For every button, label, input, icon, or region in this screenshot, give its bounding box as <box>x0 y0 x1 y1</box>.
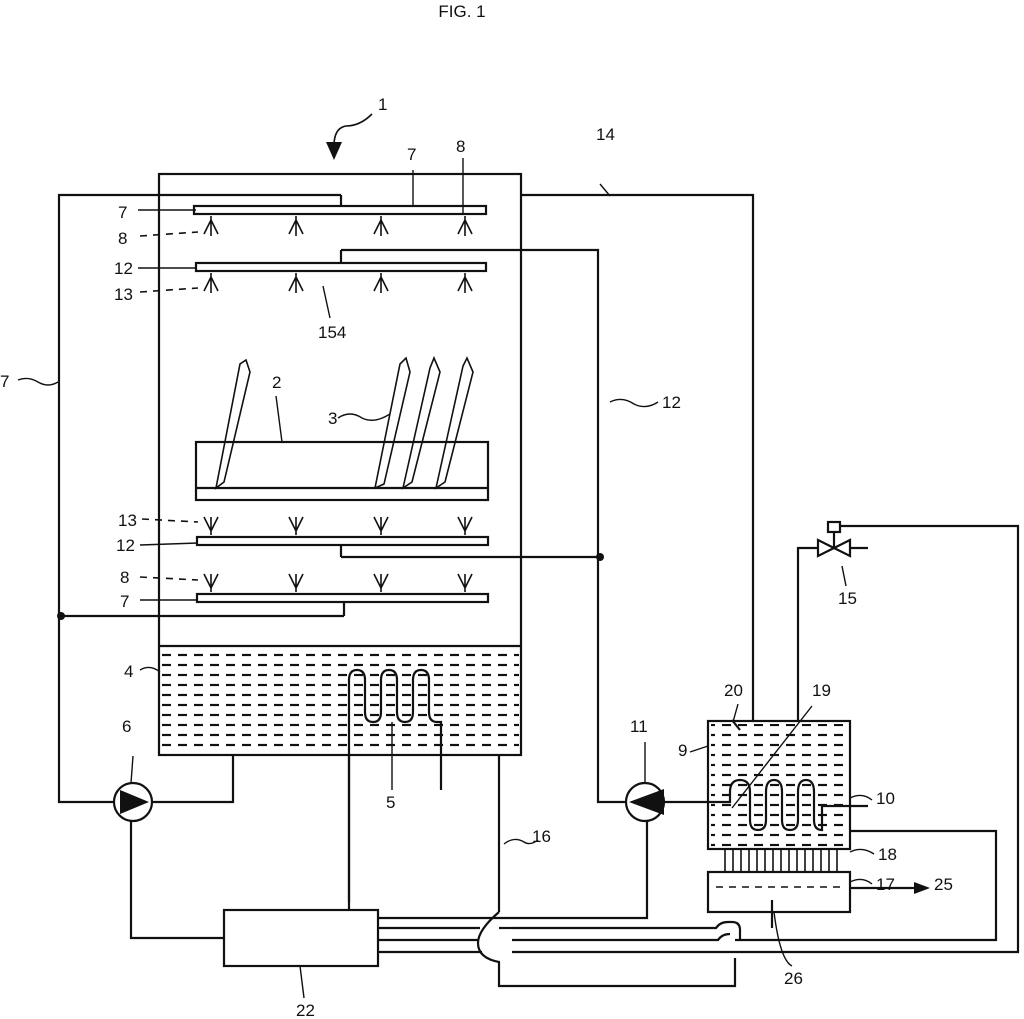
label-8: 8 <box>120 568 129 587</box>
dish-rack <box>194 355 490 502</box>
heater-coil <box>347 668 443 902</box>
label-154: 154 <box>318 323 346 342</box>
heat-pipe-fins <box>724 849 838 872</box>
label-1: 1 <box>378 95 387 114</box>
label-12: 12 <box>114 259 133 278</box>
figure-title: FIG. 1 <box>438 2 485 21</box>
rinse-line <box>341 248 626 804</box>
label-11: 11 <box>630 717 648 736</box>
upper-spray-arm <box>192 195 488 236</box>
heat-exchanger-tank <box>706 719 868 851</box>
upper-rinse-arm <box>194 250 488 293</box>
control-wires <box>378 829 998 954</box>
leader-lines <box>17 158 875 999</box>
label-12: 12 <box>662 393 681 412</box>
dish <box>434 356 474 490</box>
dish <box>214 358 251 490</box>
label-14: 14 <box>596 125 615 144</box>
label-8: 8 <box>456 137 465 156</box>
label-3: 3 <box>328 409 337 428</box>
circulation-pump <box>112 781 224 940</box>
label-7: 7 <box>120 592 129 611</box>
control-unit <box>222 755 380 968</box>
wash-chamber <box>157 172 523 757</box>
label-7: 7 <box>0 372 9 391</box>
label-7: 7 <box>118 203 127 222</box>
label-5: 5 <box>386 793 395 812</box>
drain-line <box>476 755 737 988</box>
inlet-valve <box>720 520 1020 954</box>
label-4: 4 <box>124 662 133 681</box>
label-25: 25 <box>934 875 953 894</box>
label-19: 19 <box>812 681 831 700</box>
label-17: 17 <box>876 875 895 894</box>
label-20: 20 <box>724 681 743 700</box>
label-7: 7 <box>407 145 416 164</box>
outlet-arrow <box>914 882 930 894</box>
sump-water <box>161 650 519 753</box>
dish <box>373 356 411 490</box>
label-2: 2 <box>272 373 281 392</box>
label-26: 26 <box>784 969 803 988</box>
label-13: 13 <box>118 511 137 530</box>
circulation-line <box>57 193 344 804</box>
lower-rinse-arm <box>195 516 490 557</box>
vent-line <box>521 193 755 721</box>
label-6: 6 <box>122 717 131 736</box>
reference-numerals: 1 7 8 14 7 8 12 13 154 7 2 3 12 13 12 8 … <box>0 95 953 1019</box>
label-22: 22 <box>296 1001 315 1019</box>
dish <box>401 355 441 490</box>
label-10: 10 <box>876 789 895 808</box>
lower-spray-arm <box>195 573 490 616</box>
label-13: 13 <box>114 285 133 304</box>
label-9: 9 <box>678 741 687 760</box>
collector-tank <box>706 870 930 914</box>
label-18: 18 <box>878 845 897 864</box>
label-12: 12 <box>116 536 135 555</box>
reference-arrow <box>333 113 373 147</box>
label-16: 16 <box>532 827 551 846</box>
label-8: 8 <box>118 229 127 248</box>
rinse-pump <box>378 781 708 920</box>
label-15: 15 <box>838 589 857 608</box>
